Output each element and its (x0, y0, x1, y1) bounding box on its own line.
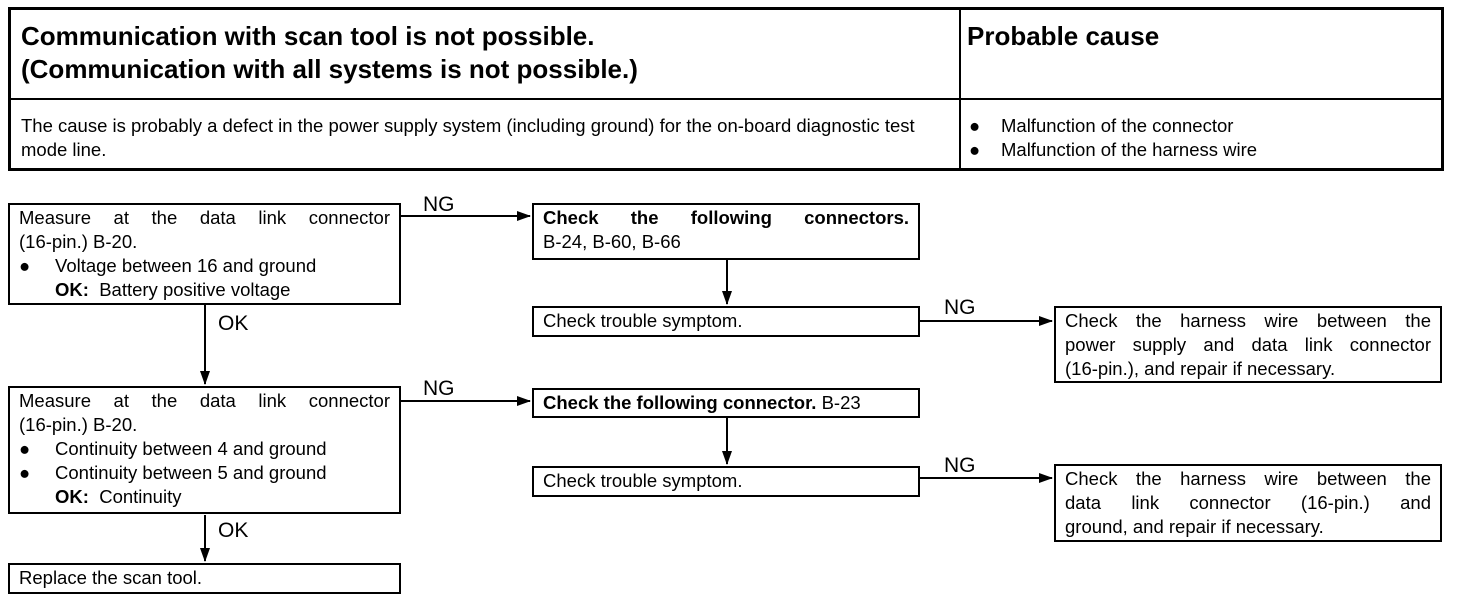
check-connector-b23-box: Check the following connector. B-23 (532, 388, 920, 418)
bullet-icon: ● (969, 115, 981, 136)
check-symptom-box-2: Check trouble symptom. (532, 466, 920, 497)
symptom-title: Communication with scan tool is not poss… (21, 20, 638, 86)
check-symptom-box-1: Check trouble symptom. (532, 306, 920, 337)
header-table: Communication with scan tool is not poss… (8, 7, 1444, 171)
cause-item: ●Malfunction of the harness wire (969, 139, 1258, 160)
bullet-icon: ● (969, 139, 981, 160)
check-connectors-box: Check the following connectors. B-24, B-… (532, 203, 920, 260)
symptom-title-line1: Communication with scan tool is not poss… (21, 21, 595, 51)
ok-label-step1: OK (218, 312, 249, 335)
symptom-title-line2: (Communication with all systems is not p… (21, 54, 638, 84)
bullet-icon: ● (19, 438, 31, 459)
bullet-icon: ● (19, 462, 31, 483)
probable-cause-title: Probable cause (967, 21, 1160, 51)
ng-label-check1: NG (944, 296, 976, 319)
ng-label-step2: NG (423, 377, 455, 400)
repair-ground-box: Check the harness wire between the data … (1054, 464, 1442, 542)
replace-scan-tool-box: Replace the scan tool. (8, 563, 401, 594)
bullet-icon: ● (19, 255, 31, 276)
ok-label-step2: OK (218, 519, 249, 542)
row-divider (11, 98, 1441, 100)
step2-measure-box: Measure at the data link connector (16-p… (8, 386, 401, 514)
probable-cause-list: ●Malfunction of the connector ●Malfuncti… (967, 114, 1257, 162)
cause-item: ●Malfunction of the connector (969, 115, 1234, 136)
ng-label-check2: NG (944, 454, 976, 477)
step1-measure-box: Measure at the data link connector (16-p… (8, 203, 401, 305)
ng-label-step1: NG (423, 193, 455, 216)
column-divider (959, 10, 961, 168)
cause-description: The cause is probably a defect in the po… (21, 115, 915, 160)
repair-power-supply-box: Check the harness wire between the power… (1054, 306, 1442, 383)
